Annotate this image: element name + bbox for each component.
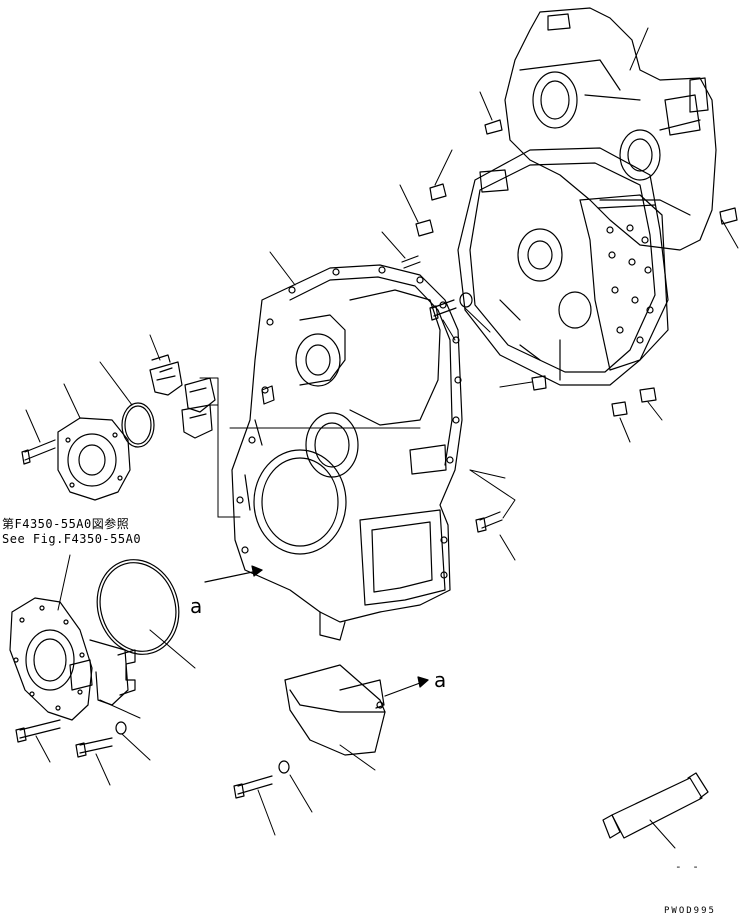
view-arrow-1 xyxy=(205,566,262,582)
sealant-tube xyxy=(603,773,708,838)
o-ring-small xyxy=(122,403,154,447)
drawing-code: PWOD995 xyxy=(664,906,716,916)
bolt-lower xyxy=(234,761,289,798)
bolts-pto xyxy=(16,720,126,757)
leader-lines xyxy=(26,28,738,848)
reference-text-jp: 第F4350-55A0図参照 xyxy=(2,517,130,531)
view-label-a-2: a xyxy=(434,668,447,692)
rear-case xyxy=(505,8,716,250)
o-ring-large xyxy=(85,549,191,665)
snap-rings xyxy=(182,378,215,438)
cover-plate xyxy=(90,640,135,705)
front-pump xyxy=(58,418,130,500)
shims xyxy=(150,355,182,395)
transmission-case xyxy=(232,265,462,640)
view-label-a-1: a xyxy=(190,594,203,618)
reference-text-en: See Fig.F4350-55A0 xyxy=(2,532,142,546)
lower-cover xyxy=(285,665,385,755)
fasteners-upper xyxy=(402,120,737,532)
bolt-left-pump xyxy=(22,440,55,464)
valve-body xyxy=(458,148,668,385)
dash-mark: - - xyxy=(675,860,701,873)
view-arrow-2 xyxy=(385,677,428,696)
pto-cover xyxy=(10,598,92,720)
